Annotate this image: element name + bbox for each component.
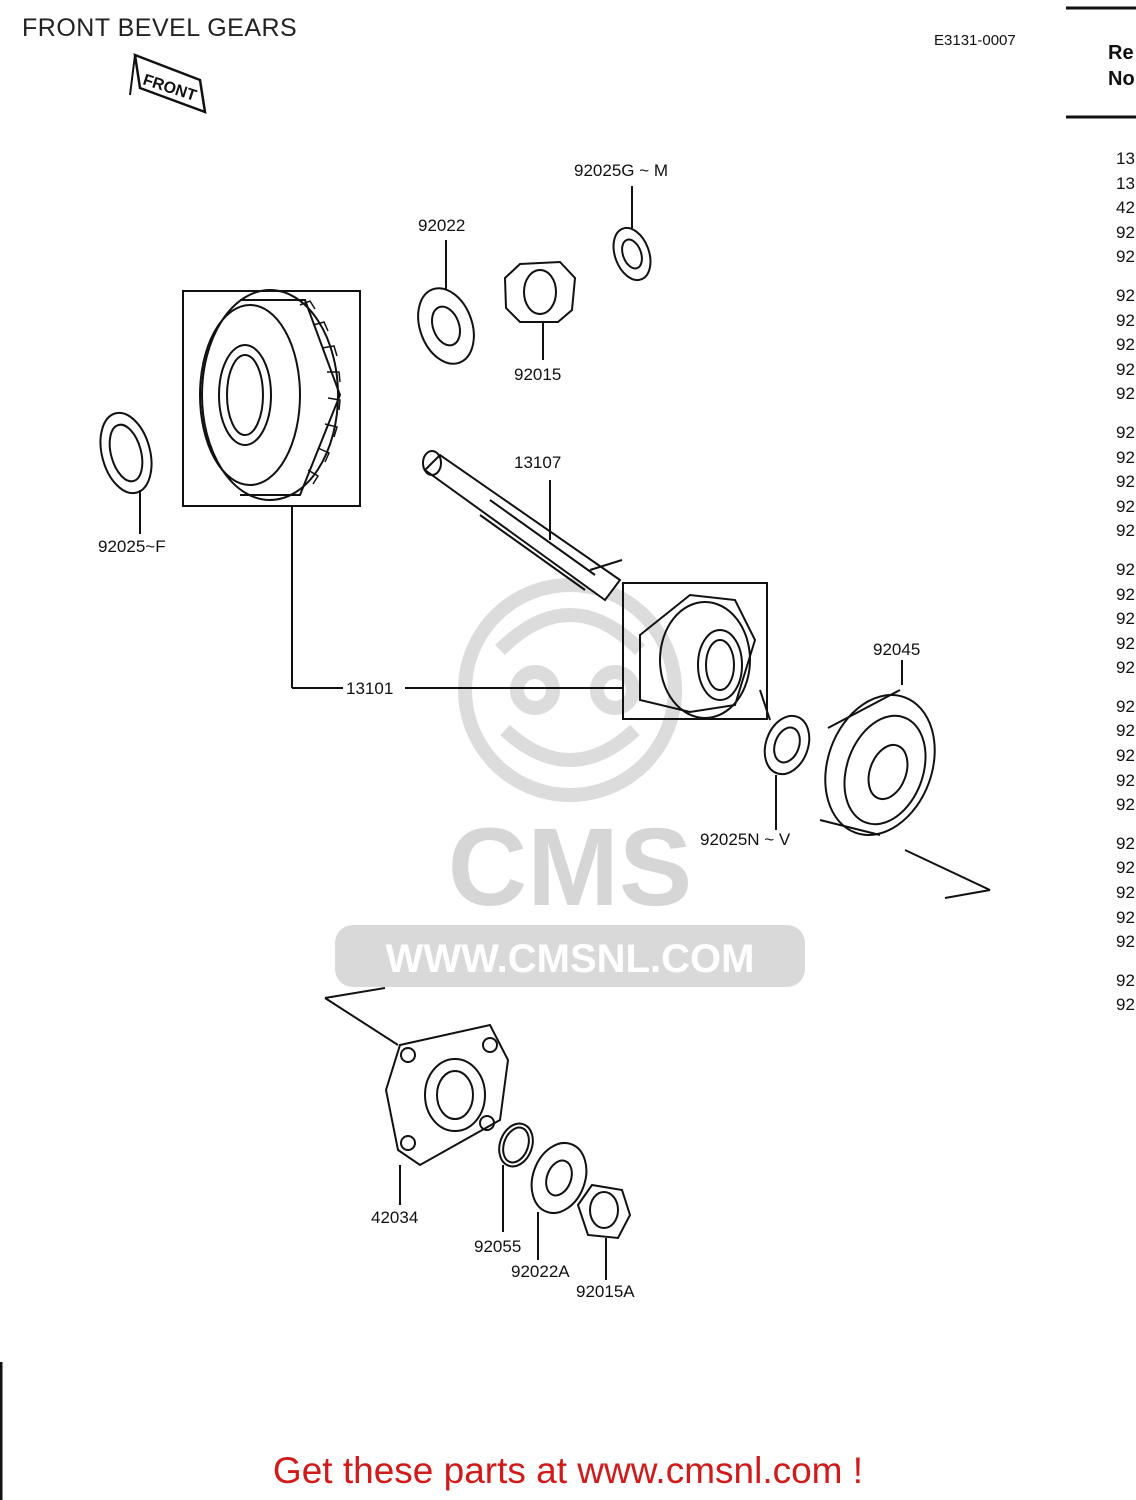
ref-number-item: 92 [1116, 496, 1135, 516]
drive-shaft-13107 [422, 450, 623, 602]
ref-number-item: 92 [1116, 310, 1135, 330]
ref-number-item: 92 [1116, 222, 1135, 242]
front-direction-sign: FRONT [129, 53, 207, 114]
label-13107: 13107 [514, 453, 562, 472]
bearing-92045 [819, 660, 991, 899]
diagram-code: E3131-0007 [934, 32, 1016, 49]
label-92055: 92055 [474, 1237, 522, 1256]
footer-promo-link[interactable]: Get these parts at www.cmsnl.com ! [272, 1450, 864, 1491]
ref-number-item: 92 [1116, 559, 1135, 579]
ref-number-header: Re No [1108, 40, 1135, 92]
label-92025-f: 92025~F [98, 537, 166, 556]
ref-number-item: 92 [1116, 995, 1135, 1015]
ref-number-item: 92 [1116, 833, 1135, 853]
ref-header-line-1: Re [1108, 42, 1134, 64]
label-13101: 13101 [346, 679, 394, 698]
ref-number-item: 92 [1116, 584, 1135, 604]
label-92015: 92015 [514, 365, 562, 384]
washer-92022a [530, 1142, 588, 1260]
ref-number-column: 13 13 42 92 92 92 92 92 92 92 92 92 92 92 92 92 92 92 92 92… [1116, 147, 1135, 1018]
label-92022: 92022 [418, 216, 466, 235]
ref-number-item: 92 [1116, 285, 1135, 305]
nut-92015 [503, 260, 577, 360]
nut-92015a [576, 1183, 632, 1280]
ref-number-item: 92 [1116, 770, 1135, 790]
washer-92022 [417, 240, 475, 365]
ref-number-item: 92 [1116, 658, 1135, 678]
ref-number-item: 92 [1116, 932, 1135, 952]
ref-number-item: 92 [1116, 521, 1135, 541]
watermark-url: WWW.CMSNL.COM [386, 937, 755, 981]
ref-number-item: 13 [1116, 149, 1135, 168]
ref-number-item: 92 [1116, 335, 1135, 355]
flange-42034 [384, 1023, 510, 1205]
circlip-92055 [498, 1122, 534, 1232]
ref-number-item: 92 [1116, 472, 1135, 492]
washer-92025n-v [759, 689, 811, 830]
ref-number-item: 42 [1116, 198, 1135, 218]
bevel-gear-small [622, 582, 768, 720]
ref-number-item: 92 [1116, 447, 1135, 467]
ref-number-item: 92 [1116, 970, 1135, 990]
callout-13101-lines [291, 506, 623, 689]
washer-92025-f [99, 411, 153, 534]
ref-number-item: 92 [1116, 883, 1135, 903]
ref-number-item: 92 [1116, 746, 1135, 766]
bevel-gear-large [182, 289, 361, 507]
label-92025g-m: 92025G ~ M [574, 161, 669, 180]
ref-number-item: 92 [1116, 633, 1135, 653]
ref-number-item: 92 [1116, 696, 1135, 716]
ref-number-item: 92 [1116, 384, 1135, 404]
ref-number-item: 92 [1116, 721, 1135, 741]
ref-header-line-2: No [1108, 68, 1135, 90]
page-title: FRONT BEVEL GEARS [22, 14, 298, 42]
ref-number-item: 92 [1116, 247, 1135, 267]
ref-number-item: 92 [1116, 795, 1135, 815]
watermark-brand: CMS [448, 806, 692, 929]
cms-watermark: CMS WWW.CMSNL.COM [335, 578, 805, 987]
label-92025n-v: 92025N ~ V [700, 830, 791, 849]
label-92015a: 92015A [576, 1282, 635, 1301]
ref-number-item: 92 [1116, 858, 1135, 878]
ref-number-item: 92 [1116, 359, 1135, 379]
washer-92025g-m [612, 186, 652, 282]
ref-number-item: 92 [1116, 907, 1135, 927]
label-92045: 92045 [873, 640, 921, 659]
ref-number-item: 92 [1116, 422, 1135, 442]
watermark-url-bar [335, 925, 805, 987]
ref-number-item: 13 [1116, 173, 1135, 193]
label-42034: 42034 [371, 1208, 419, 1227]
ref-number-item: 92 [1116, 609, 1135, 629]
label-92022a: 92022A [511, 1262, 570, 1281]
